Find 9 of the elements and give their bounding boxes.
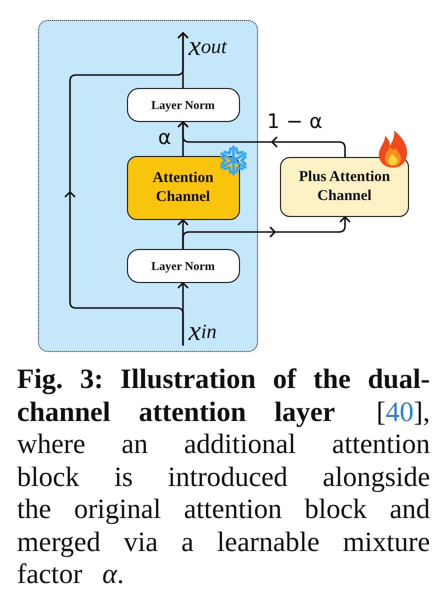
process-box: Plus Attention Channel — [280, 157, 409, 217]
edge-label: 1 − α — [266, 111, 324, 131]
arrow — [182, 216, 350, 250]
process-box: Attention Channel — [126, 156, 240, 220]
citation-link: 40 — [386, 396, 414, 428]
figure-caption: Fig. 3: Illustration of the dual-channel attention layer [40], where an additional attention block is introduced alongside the original attention block and merged via a learnable mixture factor α. — [17, 364, 430, 592]
dotted-container — [38, 20, 258, 352]
process-box: Layer Norm — [126, 88, 240, 122]
process-box: Layer Norm — [126, 248, 240, 282]
